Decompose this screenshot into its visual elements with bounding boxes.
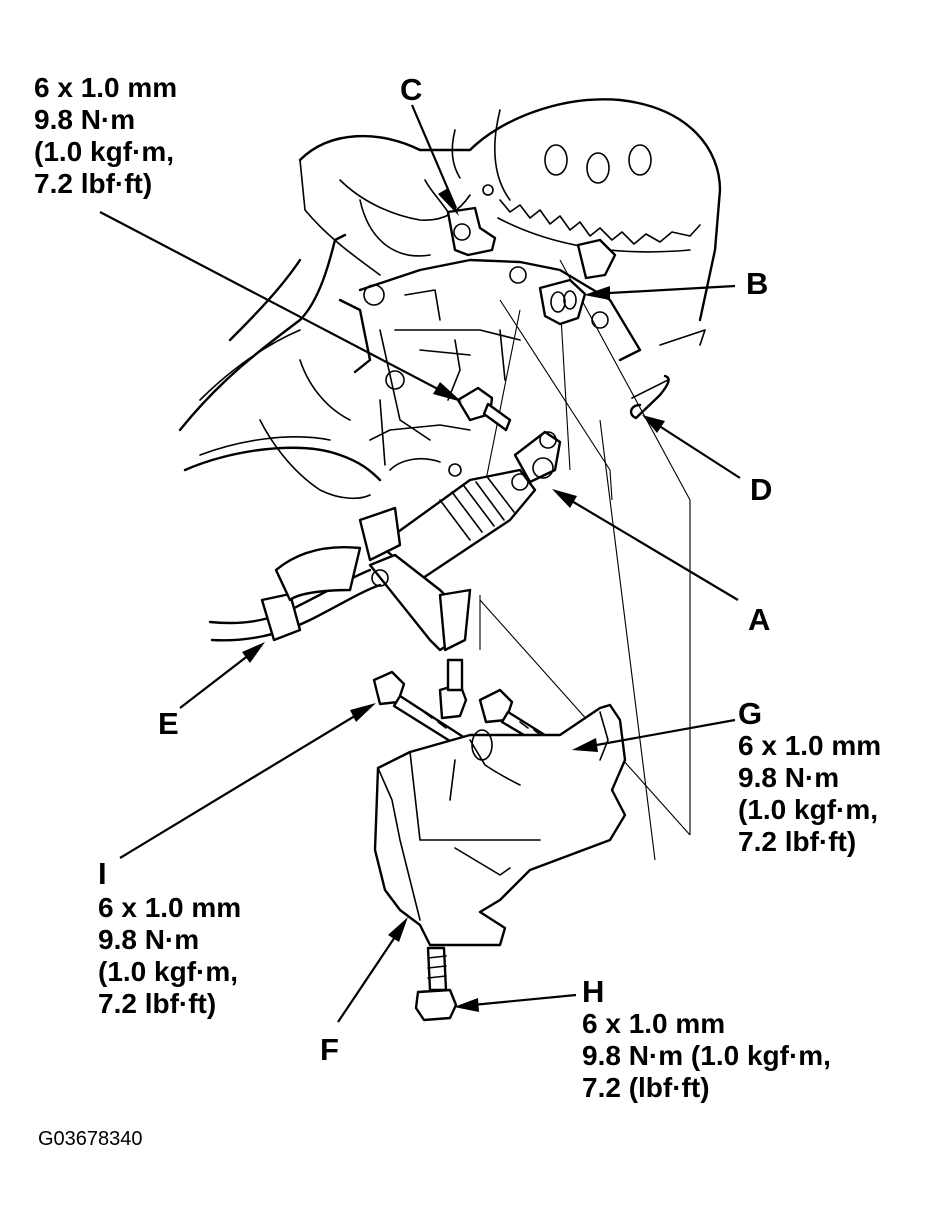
spec-line: 7.2 (lbf·ft) — [582, 1072, 710, 1103]
engine-block — [178, 98, 722, 861]
callout-g: G — [738, 696, 763, 731]
spec-line: 9.8 N·m (1.0 kgf·m, — [582, 1040, 831, 1071]
leader-lines — [99, 104, 741, 1023]
slave-cylinder-a — [358, 430, 562, 582]
clutch-line-e — [208, 546, 472, 652]
cotter-pin-d — [629, 374, 670, 420]
spec-line: (1.0 kgf·m, — [738, 794, 879, 825]
torque-spec-h: 6 x 1.0 mm 9.8 N·m (1.0 kgf·m, 7.2 (lbf·… — [582, 1008, 831, 1104]
spec-line: 6 x 1.0 mm — [582, 1008, 726, 1039]
spec-line: (1.0 kgf·m, — [34, 136, 175, 167]
callout-d: D — [750, 472, 773, 507]
callout-a: A — [748, 602, 771, 637]
bolt-h — [414, 946, 458, 1022]
spec-line: 9.8 N·m — [738, 762, 840, 793]
cover-f — [373, 703, 627, 947]
torque-spec-g: 6 x 1.0 mm 9.8 N·m (1.0 kgf·m, 7.2 lbf·f… — [738, 730, 881, 858]
callout-c: C — [400, 72, 423, 107]
torque-spec-i: 6 x 1.0 mm 9.8 N·m (1.0 kgf·m, 7.2 lbf·f… — [98, 892, 241, 1020]
spec-line: 7.2 lbf·ft) — [738, 826, 857, 857]
figure-id: G03678340 — [38, 1128, 143, 1150]
callout-f: F — [320, 1032, 339, 1067]
upper-bolt — [456, 386, 512, 432]
callout-i: I — [98, 856, 107, 891]
spec-line: 6 x 1.0 mm — [738, 730, 882, 761]
callout-b: B — [746, 266, 769, 301]
spec-line: 6 x 1.0 mm — [34, 72, 178, 103]
spec-line: 7.2 lbf·ft) — [98, 988, 217, 1019]
clamp-c — [424, 179, 497, 257]
spec-line: (1.0 kgf·m, — [98, 956, 239, 987]
callout-h: H — [582, 974, 605, 1009]
bracket-b — [538, 238, 617, 326]
spec-line: 7.2 lbf·ft) — [34, 168, 153, 199]
spec-line: 6 x 1.0 mm — [98, 892, 242, 923]
callout-e: E — [158, 706, 179, 741]
spec-line: 9.8 N·m — [34, 104, 136, 135]
spec-line: 9.8 N·m — [98, 924, 200, 955]
bolt-center — [438, 658, 468, 720]
torque-spec-top-left: 6 x 1.0 mm 9.8 N·m (1.0 kgf·m, 7.2 lbf·f… — [34, 72, 177, 200]
